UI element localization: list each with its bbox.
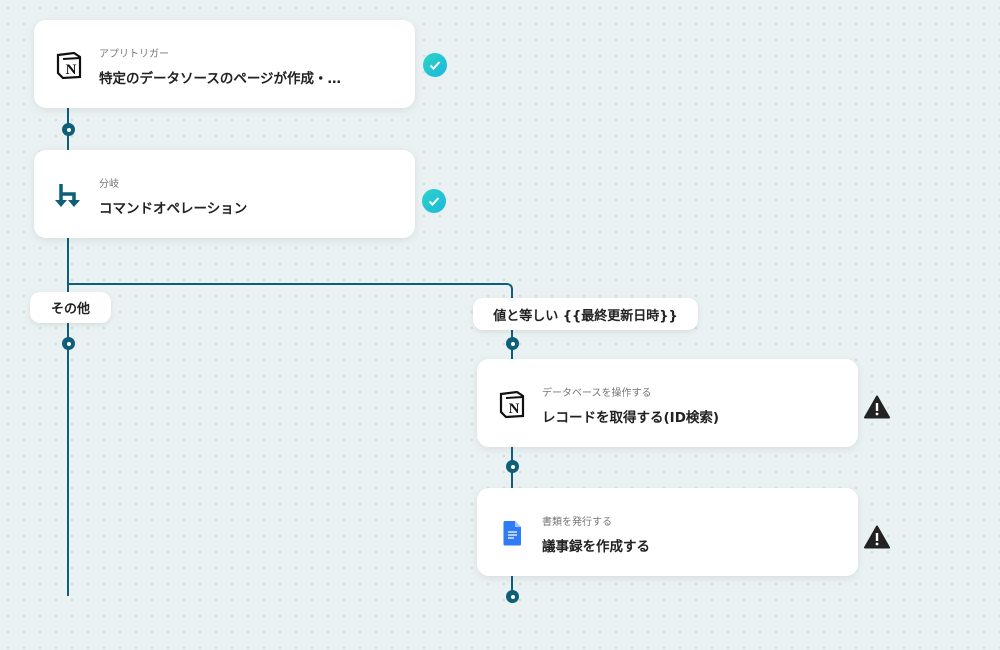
docs-step-card[interactable]: 書類を発行する 議事録を作成する: [477, 488, 858, 576]
warning-icon: [864, 395, 890, 419]
step-title: コマンドオペレーション: [99, 201, 248, 217]
branch-label-equals[interactable]: 値と等しい {{最終更新日時}}: [473, 298, 698, 330]
add-step-node[interactable]: [62, 123, 75, 136]
connector-line: [67, 283, 507, 285]
add-step-node[interactable]: [506, 590, 519, 603]
notion-icon: N: [499, 390, 525, 419]
step-title: 特定のデータソースのページが作成・…: [99, 71, 342, 87]
connector-corner: [503, 283, 513, 298]
trigger-step-card[interactable]: N アプリトリガー 特定のデータソースのページが作成・…: [34, 20, 415, 108]
branch-icon: [55, 184, 80, 207]
step-title: 議事録を作成する: [542, 539, 650, 555]
branch-step-card[interactable]: 分岐 コマンドオペレーション: [34, 150, 415, 238]
step-subtitle: アプリトリガー: [99, 49, 169, 60]
notion-record-step-card[interactable]: N データベースを操作する レコードを取得する(ID検索): [477, 359, 858, 447]
connector-line: [67, 108, 69, 596]
google-docs-icon: [503, 521, 521, 546]
branch-label-other[interactable]: その他: [30, 292, 111, 323]
svg-text:N: N: [66, 62, 77, 78]
step-title: レコードを取得する(ID検索): [542, 410, 720, 426]
add-step-node[interactable]: [62, 337, 75, 350]
notion-icon: N: [56, 51, 82, 80]
check-icon: [422, 189, 446, 213]
step-subtitle: 分岐: [99, 179, 119, 190]
step-subtitle: データベースを操作する: [542, 388, 652, 399]
add-step-node[interactable]: [506, 460, 519, 473]
svg-text:N: N: [509, 401, 520, 417]
check-icon: [423, 53, 447, 77]
warning-icon: [864, 525, 890, 549]
step-subtitle: 書類を発行する: [542, 517, 612, 528]
add-step-node[interactable]: [506, 337, 519, 350]
